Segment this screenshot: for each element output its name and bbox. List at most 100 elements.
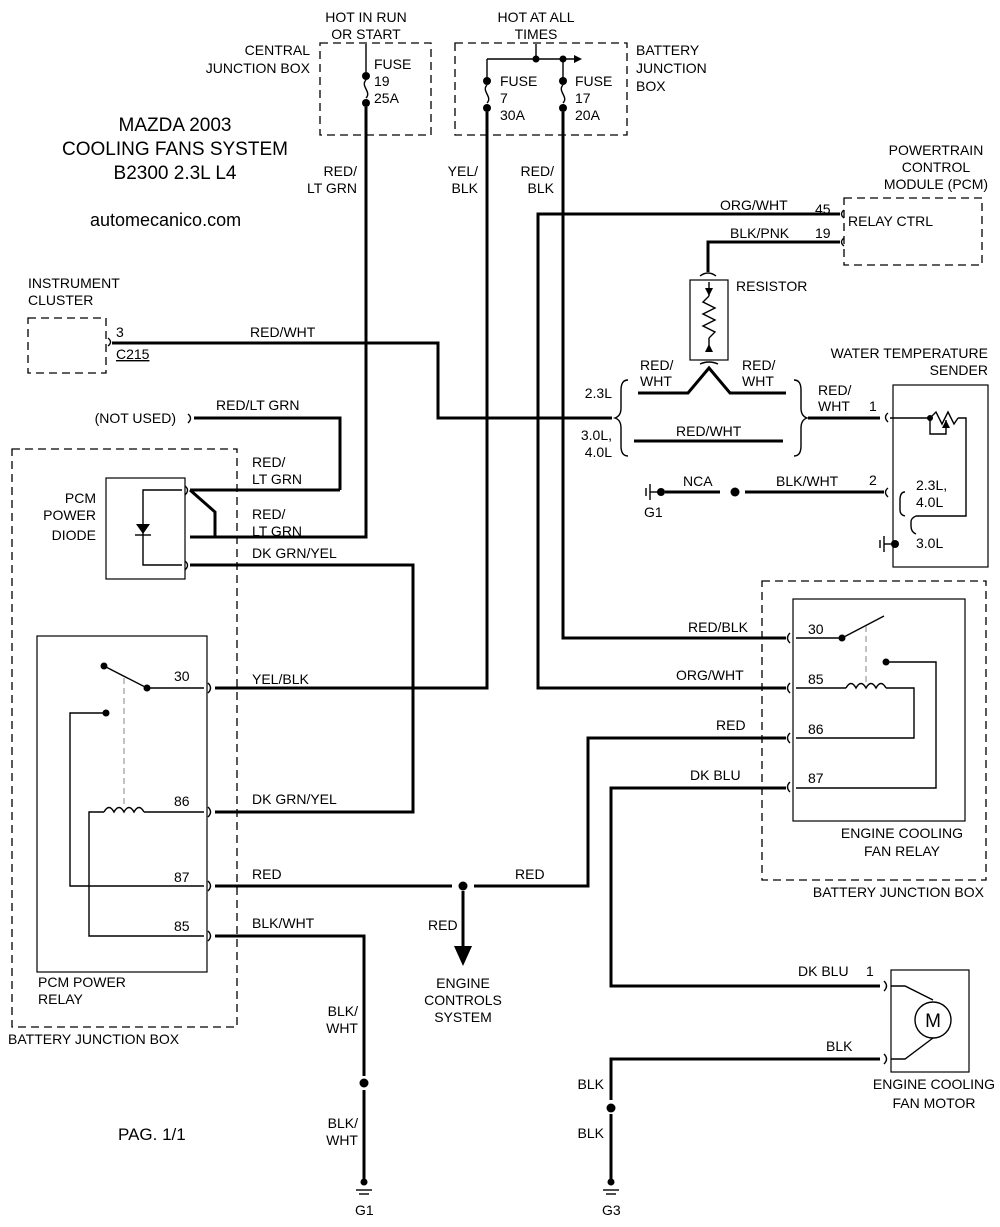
pcm-relay-contact-30 [143,684,151,692]
variant-brace-left [612,379,629,457]
wire-label-blk-wht-v4: WHT [326,1132,358,1148]
title-line2: COOLING FANS SYSTEM [62,139,288,160]
instrument-cluster-box [27,317,107,374]
fuse7-top-node [483,77,491,85]
wire-blk-motor [609,1057,880,1100]
variant-40l: 4.0L [585,444,612,460]
fan-motor-lead-top [891,985,934,1001]
wire-red-blk [561,112,786,640]
g3-label: G3 [602,1202,621,1218]
fan-motor-pin: 1 [866,963,874,979]
variant-30l: 3.0L, [581,427,612,443]
wire-label-dk-grn-yel-2: DK GRN/YEL [252,791,337,807]
battery-junction-box-top [454,42,628,136]
wire-label-blk-1: BLK [578,1076,605,1092]
bjb-top-label-3: BOX [636,78,666,94]
hot-run-label-2: OR START [331,26,401,42]
pcm-pin45-connector [840,209,845,219]
wire-label-red-blk: RED/BLK [688,619,749,635]
hot-run-label: HOT IN RUN [325,9,406,25]
diode-circuit [142,489,182,566]
g1-label: G1 [355,1202,374,1218]
wire-label-red-wht-b2: WHT [742,373,774,389]
fan-motor-circle [914,1001,952,1039]
g3-ground-node [607,1178,615,1186]
wire-label-yel-blk: YEL/BLK [252,671,309,687]
wire-label-dk-blu: DK BLU [690,767,741,783]
g1-upper-label: G1 [644,504,663,520]
pcm-relay-label-2: RELAY [38,991,84,1007]
cjb-label-2: JUNCTION BOX [206,60,311,76]
fan-relay-conn87 [786,781,791,793]
wire-yel-blk [215,112,489,690]
pcm-relay-switch-arm [103,665,148,689]
pcm-relay-conn87 [207,880,212,892]
wire-label-blk-2: BLK [578,1125,605,1141]
wire-label-sender-1: RED/ [818,382,852,398]
bjb-top-label: BATTERY [636,42,700,58]
instrument-cluster-label-1: INSTRUMENT [28,275,120,291]
variant-23l: 2.3L [585,385,612,401]
pcm-relay-87-lead [69,712,204,887]
fan-motor-lead-bottom [891,1037,934,1060]
red-splice [458,881,468,891]
water-temp-sender-box [892,384,989,568]
site-credit: automecanico.com [90,210,241,230]
engine-controls-label-2: CONTROLS [424,992,502,1008]
fuse17-rating: 20A [575,107,601,123]
wire-label-red-86: RED [716,717,746,733]
fuse19-top-node [362,72,370,80]
fan-relay-label-2: FAN RELAY [864,843,941,859]
bjb-left-label: BATTERY JUNCTION BOX [8,1031,180,1047]
pcm-diode-label-1: PCM [65,490,96,506]
diode-symbol [136,524,150,534]
wire-label-yel-blk-1: YEL/ [448,163,478,179]
instrument-cluster-pin: 3 [116,324,124,340]
wire-dk-blu [609,786,880,988]
nca-node [730,487,740,497]
sender-pin2-connector [884,487,889,498]
sender-variant-30l: 3.0L [916,535,943,551]
wire-label-blk-wht-v1: BLK/ [328,1003,358,1019]
fuse19-symbol [363,79,369,99]
wire-red-wht-cluster [112,341,612,420]
pcm-relay-conn85 [207,930,212,942]
fan-relay-box [792,598,966,822]
fan-relay-pin30: 30 [808,621,824,637]
wire-label-red-wht-b1: RED/ [742,357,776,373]
pcm-diode-label-3: DIODE [52,527,96,543]
resistor-arrow-bottom [705,344,713,352]
bjb-top-label-2: JUNCTION [636,60,707,76]
page-number: PAG. 1/1 [118,1125,186,1144]
fuse19-bottom-node [362,99,370,107]
wire-label-red-ltgrn-notused: RED/LT GRN [216,397,300,413]
wire-label-red-right: RED [515,866,545,882]
title-line3: B2300 2.3L L4 [114,163,237,184]
water-temp-pin2: 2 [869,472,877,488]
pcm-label-1: POWERTRAIN [889,142,984,158]
battery-junction-box-right [761,580,987,881]
pcm-pin19-connector [840,237,845,247]
not-used-label: (NOT USED) [95,410,176,426]
wire-org-wht [536,212,840,690]
instrument-cluster-connector: C215 [116,346,150,362]
title-line1: MAZDA 2003 [119,115,232,136]
variant-brace-right [793,379,810,457]
hot-all-label-2: TIMES [515,26,558,42]
cluster-connector-symbol [107,337,112,347]
fan-relay-pin85: 85 [808,671,824,687]
engine-controls-arrow [454,946,472,966]
pcm-relay-coil [103,806,145,814]
wire-label-blk-wht-v3: BLK/ [328,1115,358,1131]
bus-node [532,55,540,63]
pcm-label-2: CONTROL [902,159,971,175]
bjb-right-label: BATTERY JUNCTION BOX [813,884,985,900]
pcm-power-relay-box [36,635,208,973]
pcm-relay-label-1: PCM POWER [38,974,126,990]
diode-pin-connector-2 [184,560,189,571]
wire-label-org-wht: ORG/WHT [720,197,788,213]
fan-motor-conn2 [883,1053,888,1065]
wire-label-red-wht-a1: RED/ [640,357,674,373]
fan-relay-conn30 [786,632,791,644]
